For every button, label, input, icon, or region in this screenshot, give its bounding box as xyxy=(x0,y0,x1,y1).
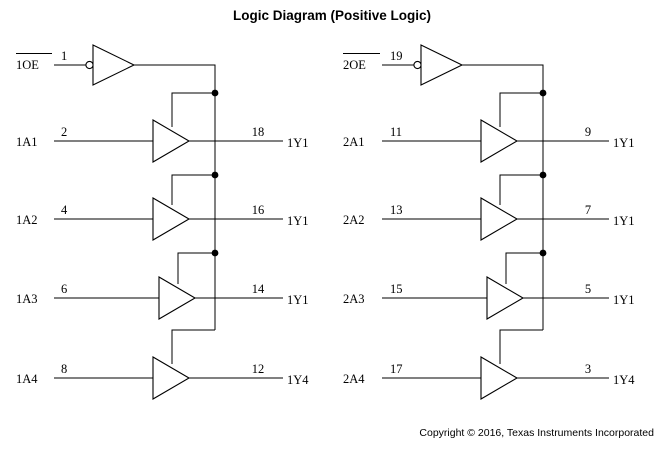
buffer-gate-icon-2a2 xyxy=(480,197,519,241)
bank-2: 2OE 19 2A1 11 9 1Y1 2A2 13 7 xyxy=(343,44,635,400)
input-label-2a2: 2A2 xyxy=(343,213,365,227)
junction-dot-1a3 xyxy=(211,249,219,257)
output-pin-number-16: 16 xyxy=(252,203,265,217)
junction-dot-2a2 xyxy=(539,171,547,179)
channel-1a1: 1A1 2 18 1Y1 xyxy=(16,89,309,163)
enable-bus-1 xyxy=(134,64,216,330)
input-label-1a2: 1A2 xyxy=(16,213,38,227)
inverter-gate-icon-1 xyxy=(92,44,136,86)
channel-1a4: 1A4 8 12 1Y4 xyxy=(16,329,309,400)
junction-dot-2a1 xyxy=(539,89,547,97)
enable-stub-1a3 xyxy=(177,252,215,284)
input-pin-number-17: 17 xyxy=(390,362,403,376)
input-label-1a4: 1A4 xyxy=(16,372,38,386)
junction-dot-2a3 xyxy=(539,249,547,257)
buffer-gate-icon-2a1 xyxy=(480,119,519,163)
enable-stub-2a4 xyxy=(499,329,543,364)
input-pin-number-8: 8 xyxy=(61,362,67,376)
bank-1: 1OE 1 1A1 2 18 1Y1 1A2 4 xyxy=(16,44,309,400)
channel-2a1: 2A1 11 9 1Y1 xyxy=(343,89,635,163)
buffer-gate-icon-1a1 xyxy=(152,119,191,163)
channel-1a3: 1A3 6 14 1Y1 xyxy=(16,249,309,320)
channel-2a2: 2A2 13 7 1Y1 xyxy=(343,171,635,241)
output-label-1y4-b: 1Y4 xyxy=(613,373,635,387)
enable-stub-1a2 xyxy=(171,174,215,205)
page-title: Logic Diagram (Positive Logic) xyxy=(233,8,431,23)
inverter-gate-icon-2 xyxy=(420,44,464,86)
junction-dot-1a2 xyxy=(211,171,219,179)
output-pin-number-7: 7 xyxy=(585,203,591,217)
output-label-1y1-b: 1Y1 xyxy=(287,214,309,228)
enable-label-1oe: 1OE xyxy=(16,58,39,72)
input-pin-number-15: 15 xyxy=(390,282,403,296)
enable-stub-1a1 xyxy=(171,92,215,127)
enable-label-2oe: 2OE xyxy=(343,58,366,72)
output-label-1y1-e: 1Y1 xyxy=(613,214,635,228)
buffer-gate-icon-2a3 xyxy=(486,276,525,320)
input-pin-number-11: 11 xyxy=(390,125,402,139)
enable-stub-2a3 xyxy=(505,252,543,284)
enable-pin-number-1: 1 xyxy=(61,49,67,63)
input-label-2a4: 2A4 xyxy=(343,372,365,386)
input-label-2a3: 2A3 xyxy=(343,292,365,306)
input-label-1a3: 1A3 xyxy=(16,292,38,306)
invert-bubble-icon-2 xyxy=(413,60,422,70)
enable-pin-number-19: 19 xyxy=(390,49,403,63)
output-pin-number-14: 14 xyxy=(252,282,265,296)
input-pin-number-13: 13 xyxy=(390,203,403,217)
output-label-1y1-a: 1Y1 xyxy=(287,136,309,150)
buffer-gate-icon-1a4 xyxy=(152,356,191,400)
enable-stub-2a2 xyxy=(499,174,543,205)
output-pin-number-5: 5 xyxy=(585,282,591,296)
output-label-1y4-a: 1Y4 xyxy=(287,373,309,387)
channel-2a4: 2A4 17 3 1Y4 xyxy=(343,329,635,400)
input-label-2a1: 2A1 xyxy=(343,135,365,149)
buffer-gate-icon-2a4 xyxy=(480,356,519,400)
output-pin-number-12: 12 xyxy=(252,362,265,376)
enable-stub-2a1 xyxy=(499,92,543,127)
input-label-1a1: 1A1 xyxy=(16,135,38,149)
buffer-gate-icon-1a2 xyxy=(152,197,191,241)
channel-2a3: 2A3 15 5 1Y1 xyxy=(343,249,635,320)
junction-dot-1a1 xyxy=(211,89,219,97)
input-pin-number-2: 2 xyxy=(61,125,67,139)
channel-1a2: 1A2 4 16 1Y1 xyxy=(16,171,309,241)
enable-bus-2 xyxy=(462,64,544,330)
output-label-1y1-f: 1Y1 xyxy=(613,293,635,307)
output-label-1y1-d: 1Y1 xyxy=(613,136,635,150)
input-pin-number-6: 6 xyxy=(61,282,67,296)
input-pin-number-4: 4 xyxy=(61,203,68,217)
enable-stub-1a4 xyxy=(171,329,215,364)
output-pin-number-9: 9 xyxy=(585,125,591,139)
buffer-gate-icon-1a3 xyxy=(158,276,197,320)
output-label-1y1-c: 1Y1 xyxy=(287,293,309,307)
output-pin-number-18: 18 xyxy=(252,125,265,139)
output-pin-number-3: 3 xyxy=(585,362,591,376)
invert-bubble-icon-1 xyxy=(85,60,94,70)
copyright-notice: Copyright © 2016, Texas Instruments Inco… xyxy=(419,427,654,439)
